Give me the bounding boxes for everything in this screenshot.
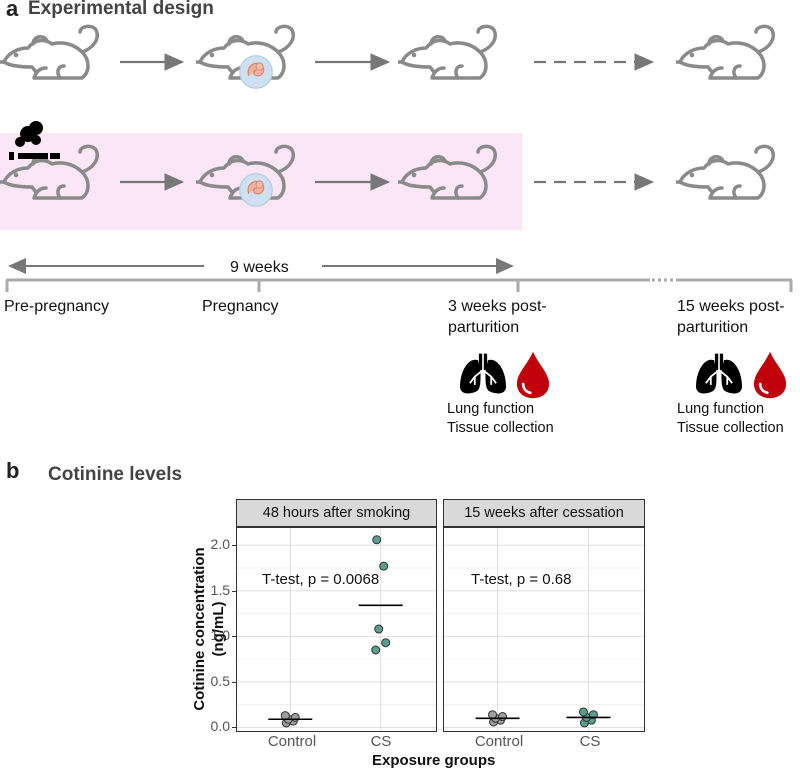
y-tick-label: 1.0 xyxy=(210,627,230,644)
data-point xyxy=(371,645,381,655)
timepoint-pregnancy: Pregnancy xyxy=(202,298,279,315)
collection-caption-15wk: Lung function Tissue collection xyxy=(677,400,784,438)
x-tick-cs: CS xyxy=(579,733,601,750)
duration-label: 9 weeks xyxy=(230,259,289,276)
blood-drop-icon xyxy=(752,350,788,400)
y-tick-mark xyxy=(232,681,236,683)
facet-plot-48h xyxy=(236,527,437,732)
y-tick-mark xyxy=(232,590,236,592)
data-point xyxy=(280,711,290,721)
data-point xyxy=(372,535,382,545)
y-tick-label: 0.5 xyxy=(210,672,230,689)
data-point xyxy=(488,710,498,720)
panel-b-letter: b xyxy=(6,458,20,483)
collection-line1: Lung function xyxy=(447,401,535,417)
data-point xyxy=(374,624,384,634)
collection-caption-3wk: Lung function Tissue collection xyxy=(447,400,554,438)
x-tick-control: Control xyxy=(267,733,317,750)
ttest-annotation-15wk: T-test, p = 0.68 xyxy=(471,571,572,588)
panel-b-title: Cotinine levels xyxy=(48,464,183,485)
plot-background xyxy=(443,527,645,732)
y-tick-label: 2.0 xyxy=(210,536,230,553)
x-axis-title: Exposure groups xyxy=(372,752,496,769)
y-tick-label: 0.0 xyxy=(210,718,230,735)
y-tick-label: 1.5 xyxy=(210,581,230,598)
data-point xyxy=(498,712,508,722)
panel-a-title: Experimental design xyxy=(28,0,214,19)
blood-drop-icon xyxy=(515,350,551,400)
data-point xyxy=(381,638,391,648)
y-tick-mark xyxy=(232,636,236,638)
collection-line2: Tissue collection xyxy=(677,420,784,436)
plot-border xyxy=(236,527,437,732)
plot-border xyxy=(443,527,645,732)
data-point xyxy=(290,712,300,722)
lungs-icon xyxy=(458,352,508,398)
x-tick-cs: CS xyxy=(370,733,392,750)
y-axis-title: Cotinine concentration (ng/mL) xyxy=(191,547,227,711)
collection-line1: Lung function xyxy=(677,401,765,417)
facet-plot-15wk xyxy=(443,527,645,732)
data-point xyxy=(578,707,588,717)
timepoint-pre-pregnancy: Pre-pregnancy xyxy=(4,298,109,315)
y-tick-mark xyxy=(232,545,236,547)
cigarette-smoke-icon xyxy=(9,121,60,160)
y-tick-mark xyxy=(232,727,236,729)
facet-strip-15wk: 15 weeks after cessation xyxy=(443,499,645,527)
plot-background xyxy=(236,527,437,732)
timepoint-3-weeks: 3 weeks post- parturition xyxy=(448,298,547,336)
facet-strip-48h: 48 hours after smoking xyxy=(236,499,437,527)
data-point xyxy=(379,561,389,571)
arrows-layer xyxy=(5,53,793,292)
lungs-icon xyxy=(694,352,744,398)
ttest-annotation-48h: T-test, p = 0.0068 xyxy=(262,571,380,588)
timepoint-15-weeks: 15 weeks post- parturition xyxy=(677,298,785,336)
x-tick-control: Control xyxy=(474,733,524,750)
collection-line2: Tissue collection xyxy=(447,420,554,436)
panel-a-letter: a xyxy=(6,0,19,21)
